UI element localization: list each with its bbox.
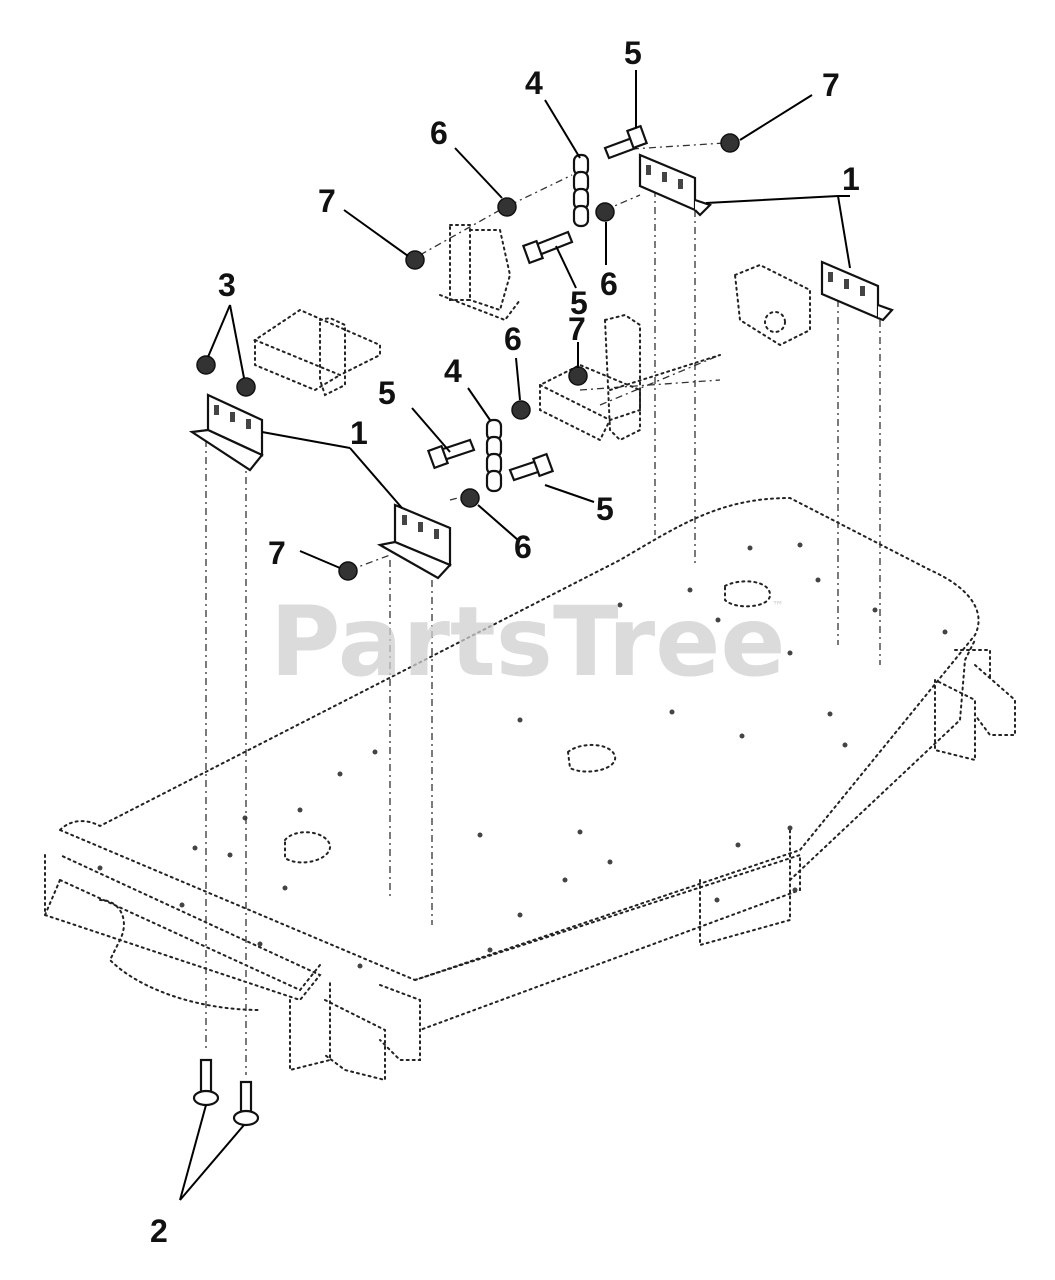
callout-2: 2 <box>150 1213 168 1249</box>
watermark-text: PartsTree <box>270 586 785 698</box>
flange-nuts <box>460 197 615 508</box>
lock-nuts <box>338 133 740 581</box>
callout-1-right: 1 <box>842 161 860 197</box>
carriage-bolt-right <box>232 1080 260 1127</box>
callout-1-left: 1 <box>350 415 368 451</box>
bracket-lower-right <box>820 260 894 322</box>
bracket-lower-left <box>376 503 452 580</box>
callout-numbers: 1 1 2 3 4 4 5 5 5 5 6 6 6 6 7 7 7 7 <box>150 35 860 1249</box>
chain-upper <box>572 153 590 228</box>
bracket-upper-right <box>638 153 713 217</box>
callout-7-lower-left: 7 <box>268 535 286 571</box>
watermark-trademark: ™ <box>772 599 784 613</box>
nuts-top-left <box>196 355 256 397</box>
callout-3: 3 <box>218 267 236 303</box>
bracket-upper-left <box>188 393 264 472</box>
carriage-bolt-left <box>192 1058 220 1107</box>
hex-bolt-top <box>603 124 649 160</box>
callout-6-middle: 6 <box>504 321 522 357</box>
callout-5-upper-middle: 5 <box>570 285 588 321</box>
hex-bolt-upper-middle <box>521 230 574 265</box>
hex-bolt-lower-right <box>508 452 555 482</box>
deck-hanger-mounts <box>252 224 811 442</box>
deck-holes <box>97 542 948 969</box>
callout-5-lower-left: 5 <box>378 375 396 411</box>
callout-6-upper-right: 6 <box>600 266 618 302</box>
callout-7-middle: 7 <box>568 311 586 347</box>
leader-lines <box>179 70 851 1201</box>
callout-7-top-left: 7 <box>318 183 336 219</box>
callout-4-upper: 4 <box>525 65 543 101</box>
callout-6-upper-left: 6 <box>430 115 448 151</box>
mower-deck <box>44 496 1016 1082</box>
hex-bolt-lower-left <box>426 438 476 470</box>
callout-5-lower-right: 5 <box>596 491 614 527</box>
callout-7-top-right: 7 <box>822 67 840 103</box>
alignment-lines <box>205 142 881 1075</box>
callout-5-top: 5 <box>624 35 642 71</box>
callout-6-lower: 6 <box>514 529 532 565</box>
chain-lower <box>485 418 503 493</box>
watermark: PartsTree ™ <box>270 586 785 698</box>
callout-4-lower: 4 <box>444 353 462 389</box>
